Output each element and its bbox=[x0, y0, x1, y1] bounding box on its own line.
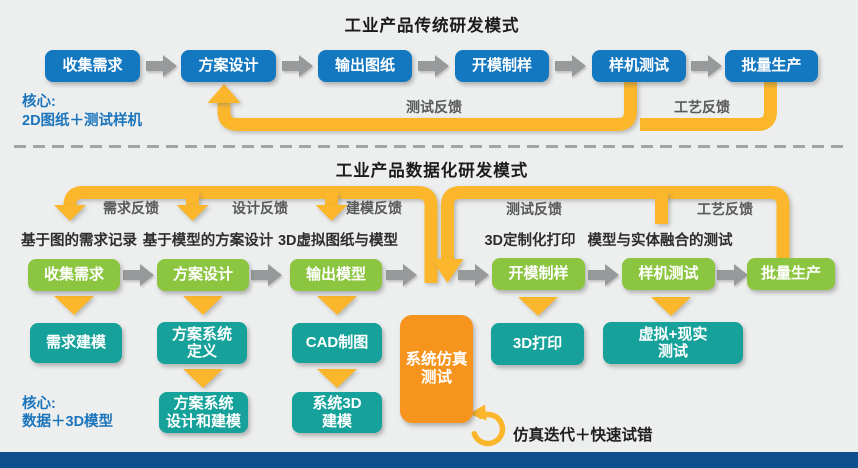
trad-step-mass-production: 批量生产 bbox=[725, 50, 818, 82]
trad-core-value: 2D图纸＋测试样机 bbox=[22, 113, 143, 129]
flow-arrow-icon bbox=[386, 264, 417, 286]
flow-arrow-icon bbox=[717, 264, 748, 286]
trad-step-scheme-design: 方案设计 bbox=[181, 50, 276, 82]
sub-scheme-system-design-modeling: 方案系统 设计和建模 bbox=[159, 392, 248, 433]
flow-arrow-icon bbox=[691, 55, 722, 77]
down-triangle-icon bbox=[54, 296, 94, 315]
dig-step-collect-requirements: 收集需求 bbox=[28, 259, 120, 291]
down-triangle-icon bbox=[183, 296, 223, 315]
flow-arrow-icon bbox=[146, 55, 177, 77]
desc-3d-custom-print: 3D定制化打印 bbox=[484, 233, 576, 249]
trad-step-mold-sampling: 开模制样 bbox=[455, 50, 549, 82]
requirement-feedback-label: 需求反馈 bbox=[103, 200, 159, 216]
modeling-feedback-label: 建模反馈 bbox=[346, 200, 402, 216]
flow-arrow-icon bbox=[588, 264, 619, 286]
sub-system-3d-modeling: 系统3D 建模 bbox=[292, 392, 382, 433]
dig-step-prototype-test: 样机测试 bbox=[622, 258, 715, 290]
process-feedback-line bbox=[640, 82, 777, 131]
dig-core-value: 数据＋3D模型 bbox=[22, 414, 114, 430]
sub-cad-drawing: CAD制图 bbox=[292, 323, 382, 363]
flow-arrow-icon bbox=[555, 55, 586, 77]
sub-scheme-system-definition: 方案系统 定义 bbox=[157, 322, 247, 364]
down-triangle-icon bbox=[183, 369, 223, 388]
loop-arrow-icon bbox=[469, 404, 506, 447]
iteration-note: 仿真迭代＋快速试错 bbox=[513, 427, 653, 444]
trad-step-collect-requirements: 收集需求 bbox=[45, 50, 140, 82]
design-feedback-label: 设计反馈 bbox=[232, 200, 288, 216]
trad-step-prototype-test: 样机测试 bbox=[592, 50, 686, 82]
dig-step-mold-sampling: 开模制样 bbox=[492, 258, 585, 290]
loopback-down-arrow-icon bbox=[431, 259, 464, 283]
digital-process-feedback-label: 工艺反馈 bbox=[697, 201, 753, 217]
trad-process-feedback-label: 工艺反馈 bbox=[674, 99, 730, 115]
sub-virtual-reality-test: 虚拟+现实 测试 bbox=[603, 322, 743, 364]
sub-requirement-modeling: 需求建模 bbox=[30, 323, 122, 363]
modeling-feedback-arrow-icon bbox=[315, 205, 348, 221]
down-triangle-icon bbox=[651, 297, 691, 316]
footer-bar bbox=[0, 452, 858, 468]
dig-core-label: 核心: bbox=[22, 396, 56, 412]
digital-test-feedback-label: 测试反馈 bbox=[506, 201, 562, 217]
down-triangle-icon bbox=[518, 297, 558, 316]
simulation-test-box: 系统仿真 测试 bbox=[400, 315, 473, 423]
desc-3d-virtual-drawing: 3D虚拟图纸与模型 bbox=[277, 233, 399, 249]
desc-model-entity-test: 模型与实体融合的测试 bbox=[587, 233, 733, 249]
trad-test-feedback-label: 测试反馈 bbox=[406, 99, 462, 115]
down-triangle-icon bbox=[317, 369, 357, 388]
traditional-title: 工业产品传统研发模式 bbox=[344, 17, 520, 35]
desc-model-based-design: 基于模型的方案设计 bbox=[142, 233, 274, 249]
dig-step-mass-production: 批量生产 bbox=[747, 258, 835, 290]
test-process-feedback-line bbox=[441, 186, 790, 261]
flow-arrow-icon bbox=[123, 264, 154, 286]
down-triangle-icon bbox=[317, 296, 357, 315]
section-divider bbox=[14, 145, 846, 148]
sub-3d-printing: 3D打印 bbox=[491, 323, 584, 365]
feedback-up-arrow-icon bbox=[207, 84, 241, 103]
test-feedback-line bbox=[217, 82, 637, 131]
design-feedback-arrow-icon bbox=[176, 205, 209, 221]
flow-arrow-icon bbox=[282, 55, 313, 77]
model-feedback-line bbox=[63, 186, 438, 283]
requirement-feedback-arrow-icon bbox=[54, 205, 86, 221]
model-feedback-drops bbox=[186, 192, 338, 206]
flow-arrow-icon bbox=[418, 55, 449, 77]
desc-requirement-record: 基于图的需求记录 bbox=[21, 233, 137, 249]
dig-step-scheme-design: 方案设计 bbox=[157, 259, 249, 291]
dig-step-output-model: 输出模型 bbox=[290, 259, 382, 291]
flow-arrow-icon bbox=[458, 264, 489, 286]
digital-title: 工业产品数据化研发模式 bbox=[335, 162, 529, 180]
flow-arrow-icon bbox=[251, 264, 282, 286]
trad-core-label: 核心: bbox=[22, 94, 56, 110]
trad-step-output-drawings: 输出图纸 bbox=[318, 50, 412, 82]
